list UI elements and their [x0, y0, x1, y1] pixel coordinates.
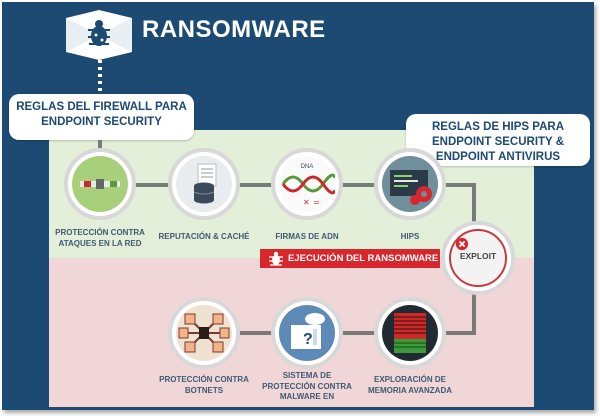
- connector-line: [340, 331, 380, 335]
- bug-icon: [66, 10, 132, 60]
- step-label: EXPLORACIÓN DE MEMORIA AVANZADA: [368, 375, 452, 395]
- step-label: HIPS: [400, 232, 420, 241]
- step-botnet-protection: [168, 297, 240, 369]
- connector-line: [98, 140, 102, 154]
- connector-line: [472, 183, 476, 223]
- close-icon: [455, 237, 469, 251]
- botnet-icon: [178, 313, 230, 353]
- dotted-connector: [98, 60, 102, 92]
- connector-line: [442, 331, 474, 335]
- exploit-badge: EXPLOIT: [449, 229, 507, 287]
- cloud-sandbox-icon: ?: [291, 313, 325, 349]
- exploit-label: EXPLOIT: [459, 251, 497, 261]
- step-label: SISTEMA DE PROTECCIÓN CONTRA MALWARE EN: [262, 371, 352, 401]
- exploit-node: EXPLOIT: [441, 221, 515, 295]
- memory-scan-icon: [394, 313, 426, 353]
- step-dna-signatures: DNA ✕ =: [271, 148, 343, 220]
- svg-text:=: =: [313, 198, 320, 207]
- question-mark-text: ?: [303, 331, 313, 348]
- connector-line: [238, 183, 278, 187]
- code-gear-icon: [390, 170, 432, 205]
- ransomware-execution-banner: EJECUCIÓN DEL RANSOMWARE: [260, 249, 440, 268]
- database-icon: [193, 163, 217, 204]
- svg-text:✕: ✕: [303, 198, 310, 207]
- banner-label: EJECUCIÓN DEL RANSOMWARE: [288, 253, 439, 264]
- step-hips: [374, 148, 446, 220]
- step-network-protection: [64, 148, 136, 220]
- step-cloud-malware-protection: ?: [271, 297, 343, 369]
- network-cable-icon: [80, 179, 120, 189]
- page-title: RANSOMWARE: [142, 16, 326, 43]
- dna-text: DNA: [301, 164, 314, 170]
- step-label: FIRMAS DE ADN: [275, 232, 339, 241]
- step-label: PROTECCIÓN CONTRA BOTNETS: [159, 375, 249, 395]
- connector-line: [472, 293, 476, 335]
- step-label: REPUTACIÓN & CACHÉ: [158, 232, 250, 241]
- connector-line: [238, 331, 278, 335]
- step-reputation-cache: [168, 148, 240, 220]
- bug-icon: [269, 251, 283, 266]
- step-label: PROTECCIÓN CONTRA ATAQUES EN LA RED: [55, 228, 145, 248]
- connector-line: [340, 183, 380, 187]
- firewall-rules-callout: REGLAS DEL FIREWALL PARA ENDPOINT SECURI…: [9, 94, 194, 140]
- infographic-frame: RANSOMWARE REGLAS DEL FIREWALL PARA ENDP…: [2, 2, 594, 410]
- connector-line: [132, 183, 176, 187]
- hips-rules-callout: REGLAS DE HIPS PARA ENDPOINT SECURITY & …: [406, 114, 590, 166]
- connector-line: [442, 183, 474, 187]
- dna-icon: DNA ✕ =: [281, 164, 337, 207]
- step-memory-scan: [374, 297, 446, 369]
